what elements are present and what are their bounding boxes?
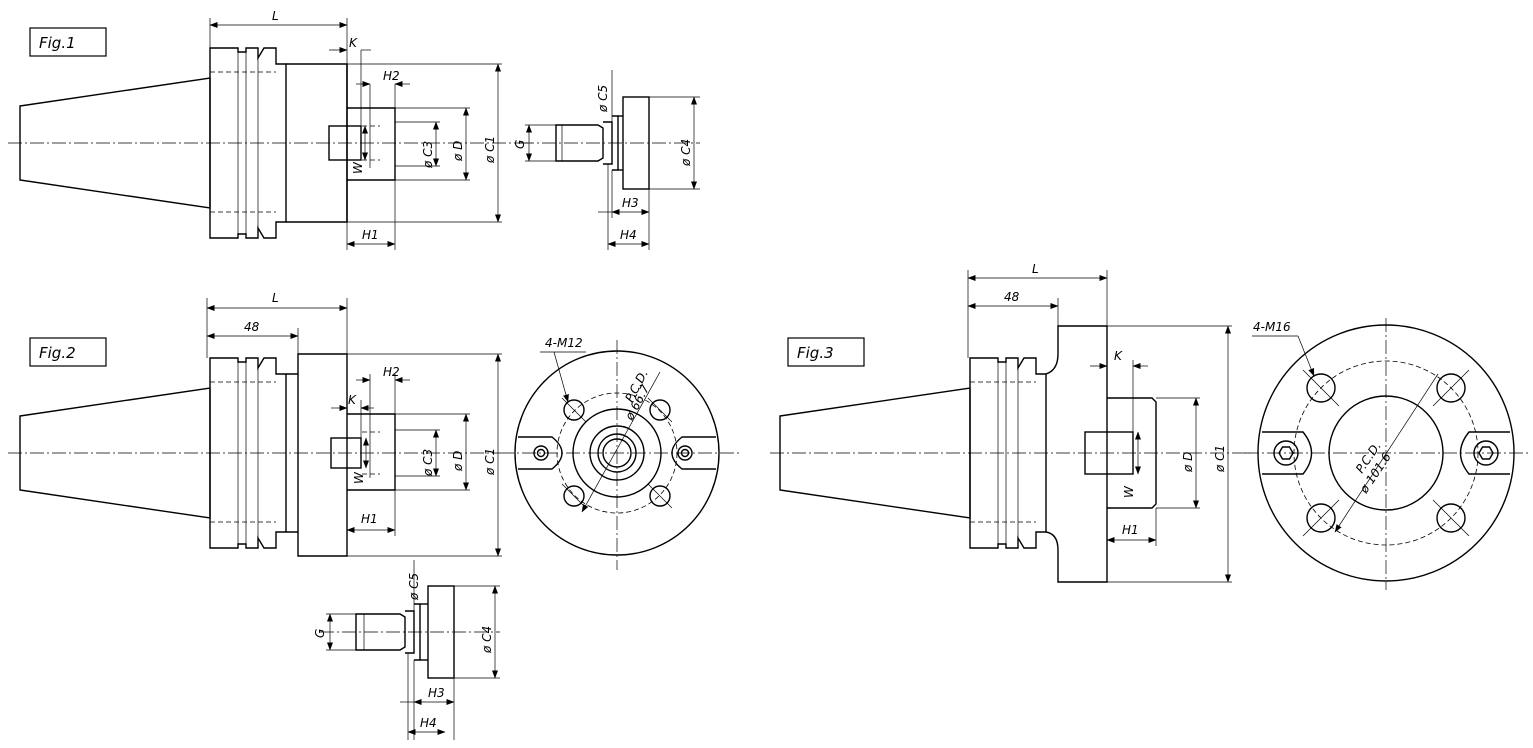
fig3-dim-H1: H1 [1122,523,1139,537]
fig2-dim-W: W [352,471,366,484]
fig1-dim-H4: H4 [620,228,637,242]
fig2-end-view: 4-M12 P.C.D. ø 66.7 [500,336,740,570]
fig3-thread-note: 4-M16 [1253,320,1291,334]
fig2-dim-C5: ø C5 [407,573,421,601]
fig1-side-view: L K H2 H1 W ø D ø C3 ø C1 [8,9,532,250]
fig3-dim-W: W [1122,485,1136,498]
fig1-dim-H2: H2 [383,69,400,83]
fig1-dim-C3: ø C3 [421,141,435,169]
fig1-dim-D: ø D [451,141,465,162]
fig2-dim-C1: ø C1 [483,448,497,476]
fig2-dim-G: G [313,629,327,638]
fig1-dim-G: G [513,140,527,149]
fig3-side-view: L 48 K W H1 ø D ø C1 [770,262,1250,583]
fig2-dim-L: L [272,291,279,305]
fig2-pull-stud: G ø C5 ø C4 H3 H4 [313,560,500,740]
fig1-dim-C5: ø C5 [596,85,610,113]
fig2-dim-H2: H2 [383,365,400,379]
fig2-dim-H1: H1 [361,512,378,526]
fig2-thread-note: 4-M12 [545,336,583,350]
fig1-pull-stud: G ø C5 ø C4 H3 H4 [513,70,700,250]
fig2-dim-C3: ø C3 [421,449,435,477]
fig3-dim-C1: ø C1 [1213,445,1227,473]
fig2-dim-48: 48 [244,320,260,334]
fig3-end-view: 4-M16 P.C.D. ø 101.6 [1245,318,1528,590]
fig2-dim-H4: H4 [420,716,437,730]
fig3-label: Fig.3 [797,344,834,362]
fig2-side-view: L 48 H2 K W H1 ø C3 ø D [8,291,502,557]
fig1-dim-C1: ø C1 [483,136,497,164]
fig2-label: Fig.2 [39,344,76,362]
fig1-dim-H1: H1 [362,228,379,242]
fig3-dim-L: L [1032,262,1039,276]
fig2-dim-K: K [348,393,357,407]
fig1-dim-L: L [272,9,279,23]
fig1-dim-H3: H3 [622,196,639,210]
fig1-label: Fig.1 [39,34,76,52]
fig2-dim-D: ø D [451,451,465,472]
fig3-dim-D: ø D [1181,452,1195,473]
fig2-dim-C4: ø C4 [480,626,494,654]
fig1-dim-K: K [349,36,358,50]
fig1-dim-W: W [351,161,365,174]
fig3-dim-K: K [1114,349,1123,363]
fig3-dim-48: 48 [1004,290,1020,304]
fig2-dim-H3: H3 [428,686,445,700]
fig1-dim-C4: ø C4 [679,139,693,167]
